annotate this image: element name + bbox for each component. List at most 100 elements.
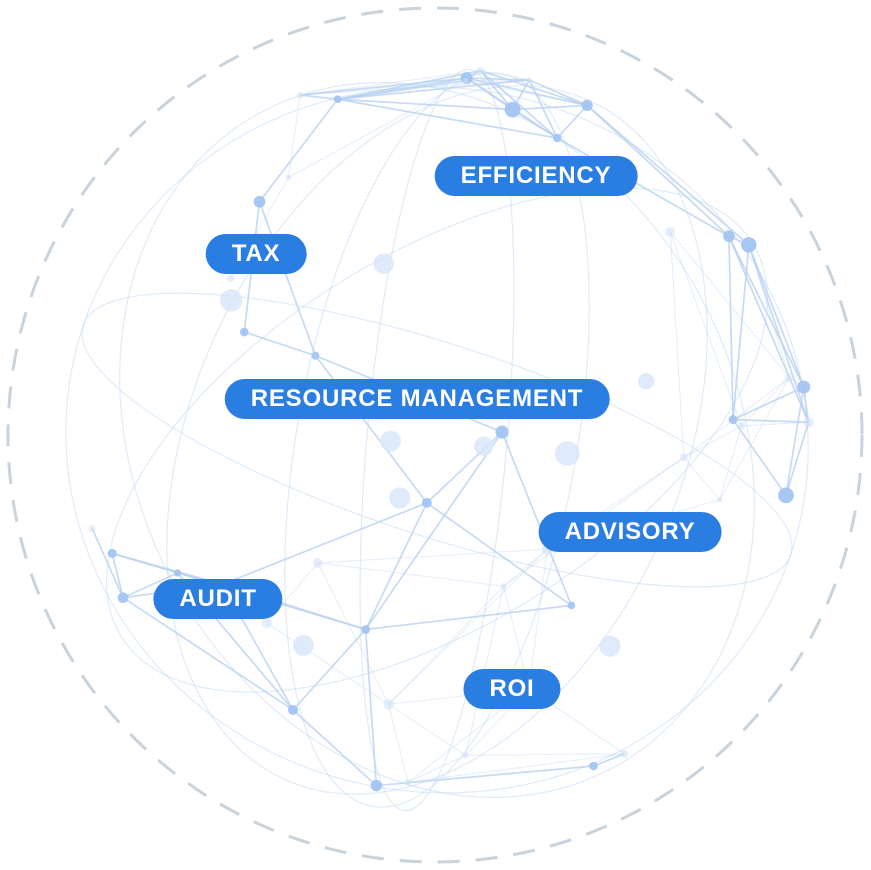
network-node (784, 373, 794, 382)
network-edge (122, 596, 294, 711)
network-node (333, 95, 342, 104)
network-edge (669, 231, 742, 427)
network-node (741, 237, 757, 253)
network-blob (554, 441, 580, 466)
label-pill-resource-management: RESOURCE MANAGEMENT (224, 379, 610, 419)
network-edge (287, 94, 301, 178)
network-node (462, 77, 469, 84)
network-edge (266, 622, 389, 705)
network-node (526, 77, 532, 83)
network-node (620, 749, 629, 758)
network-edge (719, 377, 790, 501)
network-edge (300, 94, 338, 101)
network-edge (466, 77, 530, 81)
great-circle-line (81, 292, 793, 588)
network-blob (389, 487, 411, 509)
label-pill-audit: AUDIT (153, 579, 283, 619)
network-edge (556, 137, 730, 237)
network-edge (747, 244, 810, 423)
network-node (500, 583, 507, 590)
network-edge (732, 419, 787, 496)
network-blob (380, 430, 401, 452)
network-blob (219, 289, 243, 312)
network-edge (388, 548, 548, 705)
network-edge (465, 753, 625, 756)
network-node (504, 101, 521, 118)
dashed-ring (6, 6, 864, 864)
network-edge (111, 552, 178, 574)
network-edge (122, 572, 178, 599)
network-edge (586, 104, 750, 246)
network-edge (732, 386, 805, 421)
network-edge (337, 79, 530, 101)
network-node (370, 779, 383, 792)
network-edge (365, 604, 572, 631)
network-node (288, 704, 299, 715)
network-node (226, 274, 235, 283)
network-node (567, 601, 576, 610)
network-edge (512, 104, 588, 111)
network-edge (426, 502, 572, 607)
network-node (361, 625, 371, 634)
great-circle-line (106, 187, 768, 693)
network-node (778, 487, 794, 504)
network-edge (503, 548, 548, 587)
network-node (728, 415, 738, 425)
network-edge (748, 244, 790, 378)
network-node (383, 699, 394, 710)
network-edge (292, 628, 367, 711)
network-node (476, 66, 485, 75)
network-edge (748, 244, 805, 388)
network-edge (407, 753, 625, 783)
network-edge (300, 77, 467, 96)
network-edge (683, 425, 742, 459)
network-edge (669, 231, 790, 378)
network-node (462, 752, 469, 759)
network-edge (785, 386, 805, 496)
network-edge (258, 201, 317, 357)
network-edge (364, 431, 503, 630)
network-edge (258, 98, 339, 203)
network-node (296, 91, 304, 99)
network-edge (593, 752, 625, 767)
network-edge (388, 704, 409, 783)
network-edge (528, 79, 558, 139)
network-node (311, 351, 320, 360)
network-blob (599, 635, 621, 657)
network-edge (479, 70, 514, 111)
network-edge (501, 431, 573, 606)
network-edge (479, 70, 558, 139)
label-pill-tax: TAX (205, 234, 307, 274)
network-node (723, 230, 735, 243)
network-edge (364, 502, 428, 630)
network-edge (111, 553, 124, 598)
network-node (803, 416, 814, 428)
great-circle-line (166, 85, 708, 795)
network-edge (388, 703, 466, 756)
network-edge (337, 79, 466, 101)
network-edge (465, 80, 588, 106)
network-edge (466, 77, 588, 107)
network-edge (480, 70, 530, 81)
network-edge (556, 104, 588, 139)
network-node (552, 133, 562, 143)
network-edge (785, 421, 810, 496)
network-edge (732, 418, 809, 424)
great-circle-line (359, 68, 515, 812)
network-edge (244, 331, 316, 357)
network-node (716, 496, 723, 503)
network-node (581, 99, 593, 112)
network-edge (732, 244, 750, 420)
network-node (88, 525, 96, 533)
network-node (737, 422, 746, 430)
network-edge (222, 502, 428, 586)
network-node (313, 558, 323, 568)
network-node (285, 174, 292, 181)
network-edge (466, 77, 514, 111)
network-edge (317, 562, 504, 587)
network-blob (292, 634, 314, 656)
network-node (239, 327, 249, 337)
network-edge (465, 79, 530, 82)
network-blob (373, 253, 394, 274)
label-pill-efficiency: EFFICIENCY (434, 156, 638, 196)
